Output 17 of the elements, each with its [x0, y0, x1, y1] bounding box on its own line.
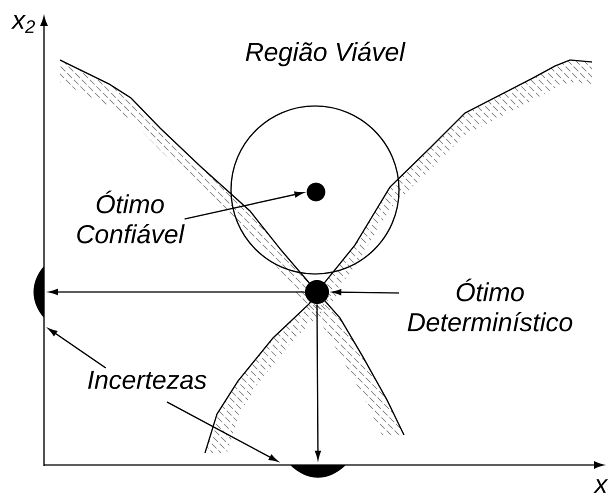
tolerance-circle [230, 105, 400, 275]
arrow [48, 328, 106, 369]
callout-text: Incertezas [88, 370, 206, 390]
uncertainty-mark [34, 266, 44, 318]
optimum-dot [306, 182, 326, 202]
callout-text: Ótimo Determinístico [408, 278, 572, 332]
arrow [166, 401, 278, 462]
arrow [314, 304, 321, 460]
callout-text: Ótimo Confiável [77, 190, 185, 244]
arrow [48, 289, 305, 295]
axis-label: x [593, 479, 608, 493]
axis-label: x$_{2}$ [11, 15, 35, 33]
region-label: Região Viável [246, 42, 406, 66]
arrow [332, 289, 400, 296]
arrow [184, 192, 304, 220]
optimum-dot [305, 280, 329, 304]
uncertainty-mark [290, 465, 346, 478]
